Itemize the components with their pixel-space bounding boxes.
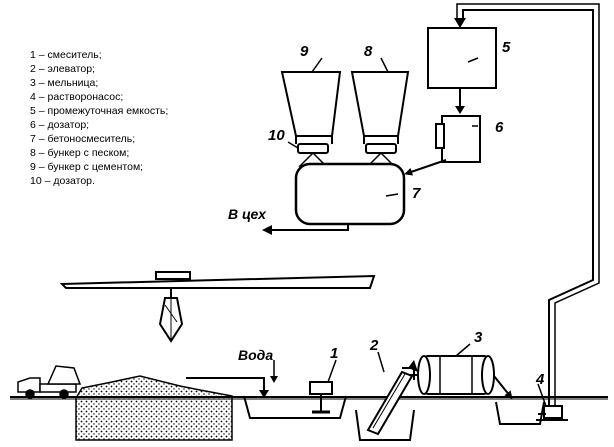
sand-hopper (350, 71, 410, 144)
legend-item-6: 6 – дозатор; (30, 119, 89, 131)
callout-5: 5 (502, 39, 511, 56)
legend-item-7: 7 – бетоносмеситель; (30, 133, 135, 145)
mill-3 (410, 355, 495, 395)
arrow-water-icon (259, 390, 269, 398)
intermediate-tank (427, 27, 497, 89)
elevator-2 (355, 370, 415, 441)
callout-6: 6 (495, 119, 504, 136)
label-to-shop: В цех (228, 206, 267, 222)
mixer-1 (243, 381, 347, 419)
arrow-down-mixer-icon (270, 376, 278, 383)
callout-2: 2 (369, 337, 379, 354)
legend-item-3: 3 – мельница; (30, 77, 98, 89)
callout-3: 3 (474, 329, 483, 346)
arrow-elevator-icon (408, 360, 418, 372)
output-pipe (270, 224, 349, 231)
callout-10: 10 (268, 127, 285, 144)
arrow-into-tank-icon (454, 18, 466, 28)
callout-1: 1 (330, 345, 338, 362)
cement-hopper (280, 71, 342, 144)
supply-pipe (456, 3, 600, 412)
legend: 1 – смеситель; 2 – элеватор; 3 – мельниц… (30, 49, 168, 187)
water-pipe (186, 377, 265, 392)
sand-pile (75, 375, 233, 441)
legend-item-4: 4 – растворонасос; (30, 91, 123, 103)
callout-9: 9 (300, 43, 309, 60)
concrete-mixer (294, 162, 406, 226)
label-water: Вода (238, 347, 273, 363)
dump-truck (17, 365, 82, 399)
arrow-down-icon (455, 106, 465, 114)
legend-item-2: 2 – элеватор; (30, 63, 95, 75)
callout-8: 8 (364, 43, 373, 60)
dosing-unit-6 (435, 115, 481, 163)
callout-4: 4 (535, 371, 545, 388)
legend-item-5: 5 – промежуточная емкость; (30, 105, 168, 117)
legend-item-10: 10 – дозатор. (30, 175, 95, 187)
legend-item-8: 8 – бункер с песком; (30, 147, 129, 159)
arrow-left-icon (262, 225, 272, 235)
legend-item-9: 9 – бункер с цементом; (30, 161, 143, 173)
sand-doser (365, 143, 397, 154)
legend-item-1: 1 – смеситель; (30, 49, 102, 61)
callouts (287, 57, 547, 407)
callout-7: 7 (412, 185, 421, 202)
overhead-crane (59, 271, 376, 343)
cement-doser (297, 143, 329, 154)
mortar-pump-4 (536, 405, 568, 421)
